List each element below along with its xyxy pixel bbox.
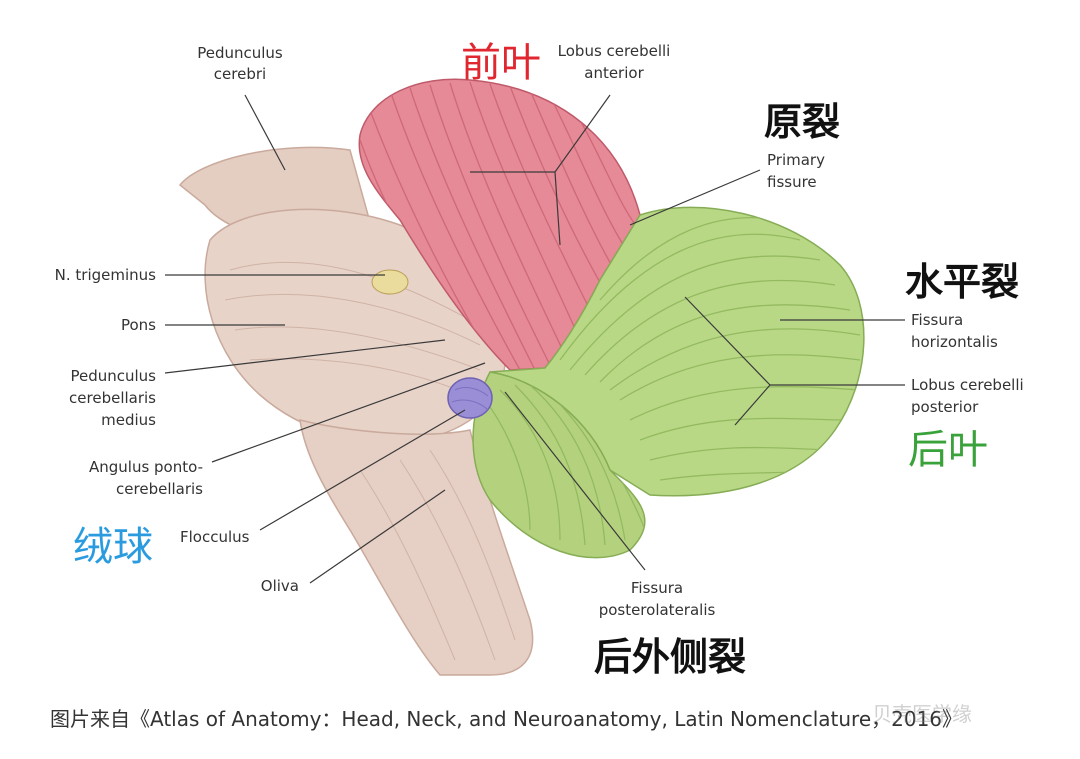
inferior-folia [484, 384, 645, 546]
pons-striations [224, 261, 516, 661]
cn-posterior-lobe: 后叶 [908, 427, 988, 473]
label-primary-fissure-1: Primary [767, 151, 825, 169]
leader-pedunculus-medius [164, 339, 446, 374]
posterior-folia [559, 216, 861, 481]
leader-lobus-posterior-a [684, 296, 771, 386]
label-fissura-posterolateralis-2: posterolateralis [599, 601, 716, 619]
label-oliva: Oliva [261, 577, 299, 595]
label-pedunculus-medius-1: Pedunculus [70, 367, 156, 385]
source-caption: 图片来自《Atlas of Anatomy：Head, Neck, and Ne… [50, 707, 963, 731]
label-pons: Pons [121, 316, 156, 334]
leader-lobus-anterior [554, 94, 611, 173]
label-fissura-horizontalis-1: Fissura [911, 311, 963, 329]
label-lobus-anterior-2: anterior [584, 64, 644, 82]
label-pedunculus-cerebri-1: Pedunculus [197, 44, 283, 62]
label-angulus-2: cerebellaris [116, 480, 203, 498]
anterior-folia [359, 81, 640, 370]
trigeminal-nerve-shape [371, 269, 409, 295]
chinese-labels: 前叶 原裂 水平裂 后叶 绒球 后外侧裂 [73, 40, 1019, 679]
leader-oliva [309, 489, 446, 584]
english-labels: Pedunculus cerebri Lobus cerebelli anter… [55, 42, 1024, 619]
leader-primary-fissure [629, 169, 761, 226]
brainstem [178, 146, 534, 676]
leader-pedunculus-cerebri [244, 94, 286, 171]
label-lobus-anterior-1: Lobus cerebelli [558, 42, 671, 60]
medulla-shape [299, 419, 534, 676]
flocculus-shape [447, 377, 493, 419]
label-primary-fissure-2: fissure [767, 173, 817, 191]
leader-fissura-posterolateralis [504, 391, 646, 571]
cn-horizontal-fissure: 水平裂 [905, 260, 1019, 304]
label-pedunculus-cerebri-2: cerebri [214, 65, 266, 83]
leader-lobus-anterior-v [554, 171, 561, 246]
leader-lines [164, 94, 905, 584]
label-fissura-posterolateralis-1: Fissura [631, 579, 683, 597]
label-lobus-posterior-2: posterior [911, 398, 979, 416]
label-flocculus: Flocculus [180, 528, 250, 546]
label-pedunculus-medius-3: medius [101, 411, 156, 429]
label-angulus-1: Angulus ponto- [89, 458, 203, 476]
cn-flocculus: 绒球 [73, 524, 153, 570]
cn-posterolateral-fissure: 后外侧裂 [594, 635, 746, 679]
label-lobus-posterior-1: Lobus cerebelli [911, 376, 1024, 394]
watermark: 贝壳医学缘 [872, 702, 972, 726]
cn-primary-fissure: 原裂 [764, 100, 840, 144]
leader-angulus [211, 362, 486, 463]
label-pedunculus-medius-2: cerebellaris [69, 389, 156, 407]
leader-flocculus [259, 409, 466, 531]
posterior-lobe [472, 206, 865, 559]
label-n-trigeminus: N. trigeminus [55, 266, 157, 284]
label-fissura-horizontalis-2: horizontalis [911, 333, 998, 351]
leader-lobus-posterior-b [734, 384, 771, 426]
cn-anterior-lobe: 前叶 [461, 40, 541, 86]
